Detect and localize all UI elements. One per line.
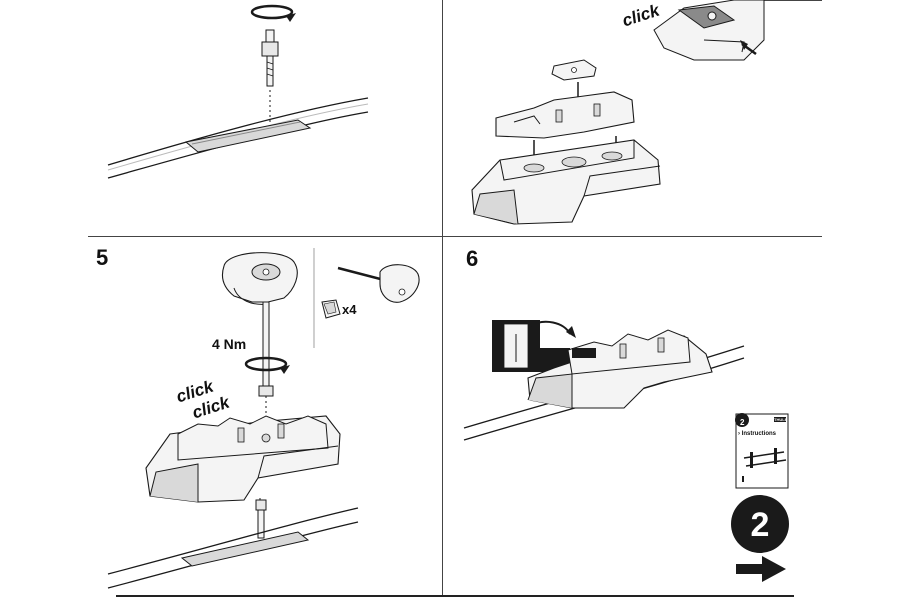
panel-step-4-bolt [88,0,442,236]
instructions-card [735,413,789,489]
bolt-rail-illustration [107,4,369,179]
step-number-6: 6 [466,246,479,271]
step-number-5: 5 [96,245,109,270]
arrow-right-icon [736,556,786,582]
foot-on-roof-illustration [463,320,789,582]
quantity-label: x4 [342,302,357,317]
next-step-badge [731,495,789,553]
divider-top-right [760,0,822,1]
divider-horizontal-bottom [116,595,794,597]
rotate-arrow-icon [250,4,296,22]
instructions-card-number: 2 [740,418,745,427]
panel-step-4-assembly: click [444,0,820,236]
panel-step-6: 6 [444,238,820,594]
torque-key-illustration [107,248,420,589]
divider-vertical [442,0,443,596]
next-step-number: 2 [750,506,770,544]
rotate-arrow-icon [244,356,290,374]
foot-assembly-illustration [471,0,765,225]
instructions-card-brand: THULE [774,417,788,422]
panel-step-5: 5 [88,238,442,594]
divider-horizontal-middle [88,236,822,237]
instructions-card-title: › Instructions [738,431,777,437]
torque-label: 4 Nm [212,336,247,352]
